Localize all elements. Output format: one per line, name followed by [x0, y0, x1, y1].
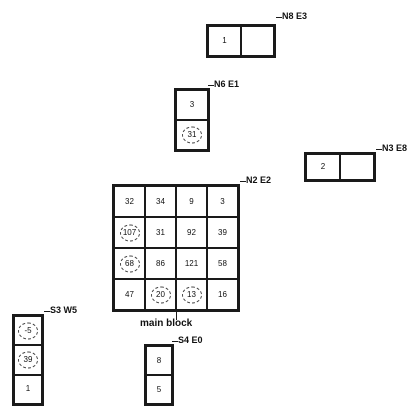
cell-value: 1: [222, 36, 227, 45]
main-cell: 3: [207, 186, 238, 217]
main-cell: 9: [176, 186, 207, 217]
block-s3w5-cell: 1: [14, 374, 42, 404]
cell-value: 58: [218, 258, 227, 268]
cell-value: 20: [156, 289, 165, 299]
main-block-caption: main block: [140, 318, 193, 329]
block-s3w5-cell: -5: [14, 316, 42, 346]
block-n3e8-label: N3 E8: [375, 143, 408, 153]
main-cell: 34: [145, 186, 176, 217]
main-cell: 107: [114, 217, 145, 248]
block-n6e1-cell: 31: [176, 120, 208, 150]
cell-value: 5: [156, 384, 162, 394]
block-n3e8-cell: 2: [306, 154, 340, 180]
cell-value: 16: [218, 289, 227, 299]
block-n3e8: 2: [304, 152, 376, 182]
cell-value: 31: [156, 227, 165, 237]
cell-value: 86: [156, 258, 165, 268]
main-cell: 20: [145, 279, 176, 310]
block-n2e2-main: 32 34 9 3 107 31 92 39 68 86 121 58 47 2…: [112, 184, 240, 312]
cell-value: 47: [125, 289, 134, 299]
cell-value: 3: [189, 100, 195, 109]
block-s4e0: 8 5: [144, 344, 174, 406]
cell-value: 32: [125, 196, 134, 206]
block-s3w5: -5 39 1: [12, 314, 44, 406]
block-n8e3: 1: [206, 24, 276, 58]
block-n6e1-cell: 3: [176, 90, 208, 120]
main-cell: 68: [114, 248, 145, 279]
cell-value: 31: [187, 130, 197, 139]
cell-value: 92: [187, 227, 196, 237]
cell-value: 13: [187, 289, 196, 299]
main-cell: 16: [207, 279, 238, 310]
cell-value: 9: [189, 196, 194, 206]
main-block-tick: [176, 312, 177, 320]
cell-value: 3: [220, 196, 225, 206]
main-cell: 58: [207, 248, 238, 279]
cell-value: 121: [184, 258, 199, 268]
main-cell: 32: [114, 186, 145, 217]
cell-value: 8: [156, 355, 162, 365]
block-n8e3-cell: [241, 26, 274, 56]
block-n8e3-label: N8 E3: [275, 11, 308, 21]
cell-value: 1: [25, 384, 31, 394]
block-n3e8-cell: [340, 154, 374, 180]
block-n6e1: 3 31: [174, 88, 210, 152]
cell-value: 34: [156, 196, 165, 206]
cell-value: 107: [122, 227, 137, 237]
main-cell: 13: [176, 279, 207, 310]
block-s4e0-cell: 8: [146, 346, 172, 375]
main-cell: 39: [207, 217, 238, 248]
main-cell: 121: [176, 248, 207, 279]
block-s4e0-label: S4 E0: [172, 335, 203, 345]
cell-value: 2: [320, 162, 326, 171]
main-cell: 92: [176, 217, 207, 248]
cell-value: 68: [125, 258, 134, 268]
cell-value: -5: [24, 325, 32, 335]
block-s3w5-cell: 39: [14, 345, 42, 375]
main-cell: 31: [145, 217, 176, 248]
block-n2e2-label: N2 E2: [239, 175, 272, 185]
cell-value: 39: [23, 354, 33, 364]
block-n6e1-label: N6 E1: [207, 79, 240, 89]
block-n8e3-cell: 1: [208, 26, 241, 56]
block-s4e0-cell: 5: [146, 375, 172, 404]
cell-value: 39: [218, 227, 227, 237]
main-cell: 47: [114, 279, 145, 310]
block-s3w5-label: S3 W5: [43, 305, 78, 315]
main-cell: 86: [145, 248, 176, 279]
